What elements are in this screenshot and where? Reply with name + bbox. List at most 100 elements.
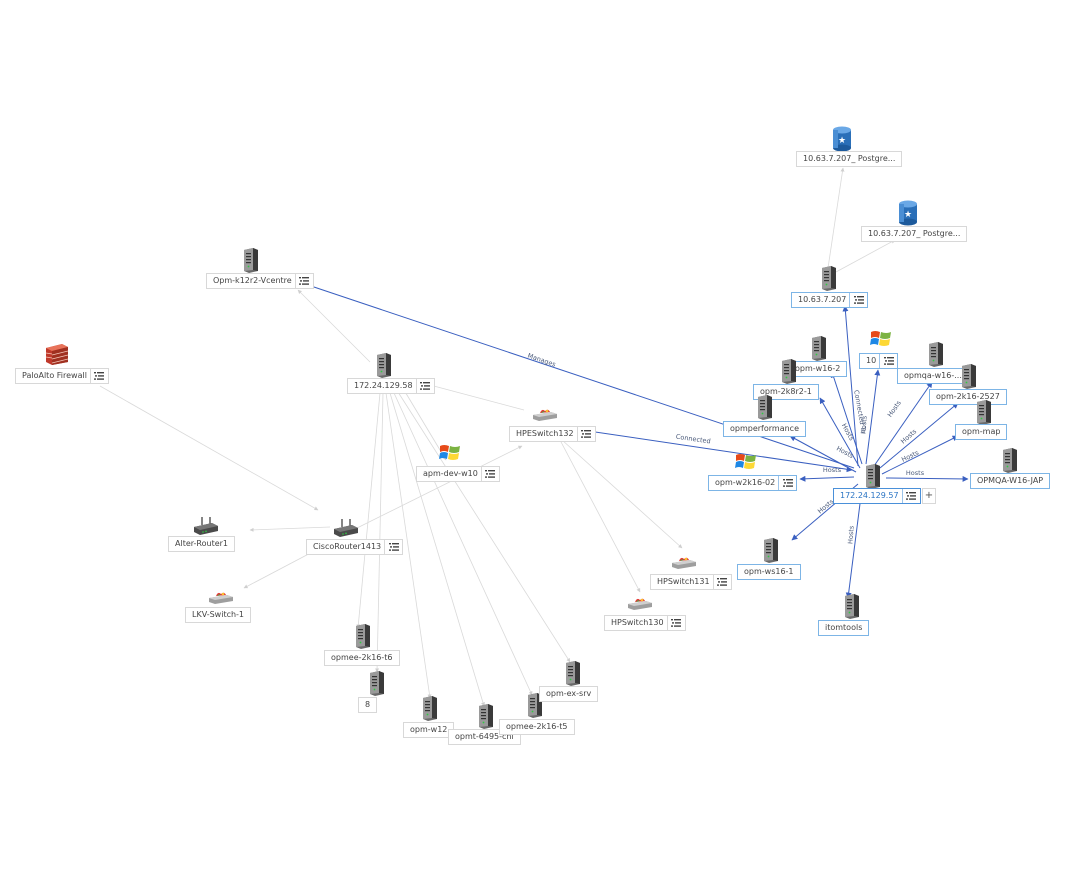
edge-hpe-58[interactable] xyxy=(429,383,525,411)
edge-57-opmw2k16[interactable] xyxy=(799,475,855,482)
router-icon[interactable] xyxy=(193,515,219,539)
server-icon[interactable] xyxy=(819,265,837,295)
edge-paloalto-cisco[interactable] xyxy=(99,385,319,511)
edge-58-vcentre[interactable] xyxy=(297,289,371,363)
node-label[interactable]: 172.24.129.57 xyxy=(833,488,921,504)
server-icon[interactable] xyxy=(353,623,371,653)
server-icon[interactable] xyxy=(241,247,259,277)
edge-hpe-hpswitch130[interactable] xyxy=(559,439,641,593)
node-actions-button[interactable] xyxy=(384,540,403,554)
edge-vcentre-57-manages[interactable] xyxy=(301,281,855,469)
server-icon[interactable] xyxy=(974,399,992,429)
node-label[interactable]: opm-map xyxy=(955,424,1008,440)
node-actions-button[interactable] xyxy=(849,293,868,307)
server-icon[interactable] xyxy=(863,463,881,493)
node-label[interactable]: LKV-Switch-1 xyxy=(185,607,252,623)
windows-icon[interactable] xyxy=(869,328,893,354)
edge-57-10637207[interactable] xyxy=(842,305,859,467)
edge-10637207-postgre2[interactable] xyxy=(835,239,896,273)
windows-icon[interactable] xyxy=(438,442,462,468)
node-actions-button[interactable] xyxy=(576,427,595,441)
node-label[interactable]: CiscoRouter1413 xyxy=(306,539,404,555)
node-label[interactable]: PaloAlto Firewall xyxy=(15,368,109,384)
node-label[interactable]: opmee-2k16-t5 xyxy=(499,719,575,735)
node-label[interactable]: opm-ws16-1 xyxy=(737,564,801,580)
server-icon[interactable] xyxy=(959,363,977,393)
edge-cisco-alter[interactable] xyxy=(249,526,331,532)
node-label[interactable]: HPESwitch132 xyxy=(509,426,596,442)
server-icon[interactable] xyxy=(761,537,779,567)
switch-icon[interactable] xyxy=(532,407,558,426)
edge-57-opmw16-2[interactable] xyxy=(830,371,863,465)
node-label[interactable]: HPSwitch131 xyxy=(650,574,732,590)
node-label[interactable]: 10.63.7.207_ Postgre... xyxy=(861,226,968,242)
expand-node-button[interactable]: + xyxy=(922,488,936,504)
server-icon[interactable] xyxy=(1000,447,1018,477)
edge-57-10[interactable] xyxy=(865,369,881,465)
node-label[interactable]: opm-ex-srv xyxy=(539,686,599,702)
node-label[interactable]: 10 xyxy=(859,353,899,369)
node-label[interactable]: opmqa-w16-... xyxy=(897,368,969,384)
node-actions-button[interactable] xyxy=(712,575,731,589)
firewall-icon[interactable] xyxy=(44,342,70,370)
node-label[interactable]: 10.63.7.207 xyxy=(791,292,869,308)
edge-58-opmexsrv[interactable] xyxy=(397,391,571,663)
node-label[interactable]: Opm-k12r2-Vcentre xyxy=(206,273,314,289)
windows-icon[interactable] xyxy=(734,451,758,477)
node-label[interactable]: 172.24.129.58 xyxy=(347,378,435,394)
node-label[interactable]: 10.63.7.207_ Postgre... xyxy=(796,151,903,167)
edge-57-opmqa-jap[interactable] xyxy=(885,475,969,482)
node-actions-button[interactable] xyxy=(778,476,797,490)
server-icon[interactable] xyxy=(367,670,385,700)
node-actions-button[interactable] xyxy=(89,369,108,383)
edge-58-opmee-t5[interactable] xyxy=(393,392,533,696)
edge-57-opm2k16[interactable] xyxy=(879,402,959,469)
edge-57-itomtools[interactable] xyxy=(845,487,863,599)
node-label[interactable]: 8 xyxy=(358,697,378,713)
node-actions-button[interactable] xyxy=(294,274,313,288)
switch-icon[interactable] xyxy=(671,555,697,574)
node-actions-button[interactable] xyxy=(415,379,434,393)
node-actions-button[interactable] xyxy=(666,616,685,630)
edge-57-opmmap[interactable] xyxy=(881,435,959,475)
edge-10637207-postgre1[interactable] xyxy=(827,167,845,269)
node-actions-button[interactable] xyxy=(480,467,499,481)
server-icon[interactable] xyxy=(809,335,827,365)
node-actions-button[interactable] xyxy=(879,354,898,368)
switch-icon[interactable] xyxy=(627,596,653,615)
edge-hpe-57-connected[interactable] xyxy=(567,427,853,473)
server-icon[interactable] xyxy=(476,703,494,733)
edge-hpe-hpswitch131[interactable] xyxy=(561,439,683,549)
database-icon[interactable]: ★ xyxy=(898,200,918,230)
edge-cisco-hpe[interactable] xyxy=(344,445,523,535)
node-label[interactable]: OPMQA-W16-JAP xyxy=(970,473,1051,489)
database-icon[interactable]: ★ xyxy=(832,126,852,156)
edge-57-opmperf[interactable] xyxy=(789,435,857,473)
edge-57-opmqa-w16[interactable] xyxy=(873,381,933,467)
node-label[interactable]: apm-dev-w10 xyxy=(416,466,500,482)
node-label[interactable]: opm-2k16-2527 xyxy=(929,389,1007,405)
node-label[interactable]: opm-w12 xyxy=(403,722,455,738)
server-icon[interactable] xyxy=(420,695,438,725)
edge-58-opmee-t6[interactable] xyxy=(356,392,381,629)
switch-icon[interactable] xyxy=(208,590,234,609)
node-label[interactable]: HPSwitch130 xyxy=(604,615,686,631)
edge-57-opm2k8r2[interactable] xyxy=(819,397,861,469)
node-label[interactable]: opmee-2k16-t6 xyxy=(324,650,400,666)
node-actions-button[interactable] xyxy=(901,489,920,503)
edge-58-opmw12[interactable] xyxy=(385,392,432,699)
router-icon[interactable] xyxy=(333,517,359,541)
edge-58-8[interactable] xyxy=(375,392,384,673)
edge-58-apmdev[interactable] xyxy=(403,389,447,461)
node-label[interactable]: opmperformance xyxy=(723,421,806,437)
node-label[interactable]: itomtools xyxy=(818,620,870,636)
server-icon[interactable] xyxy=(779,358,797,388)
server-icon[interactable] xyxy=(926,341,944,371)
server-icon[interactable] xyxy=(374,352,392,382)
server-icon[interactable] xyxy=(842,593,860,623)
node-label[interactable]: opm-w2k16-02 xyxy=(708,475,798,491)
server-icon[interactable] xyxy=(563,660,581,690)
node-label[interactable]: Alter-Router1 xyxy=(168,536,236,552)
edge-58-opmt[interactable] xyxy=(389,392,485,707)
